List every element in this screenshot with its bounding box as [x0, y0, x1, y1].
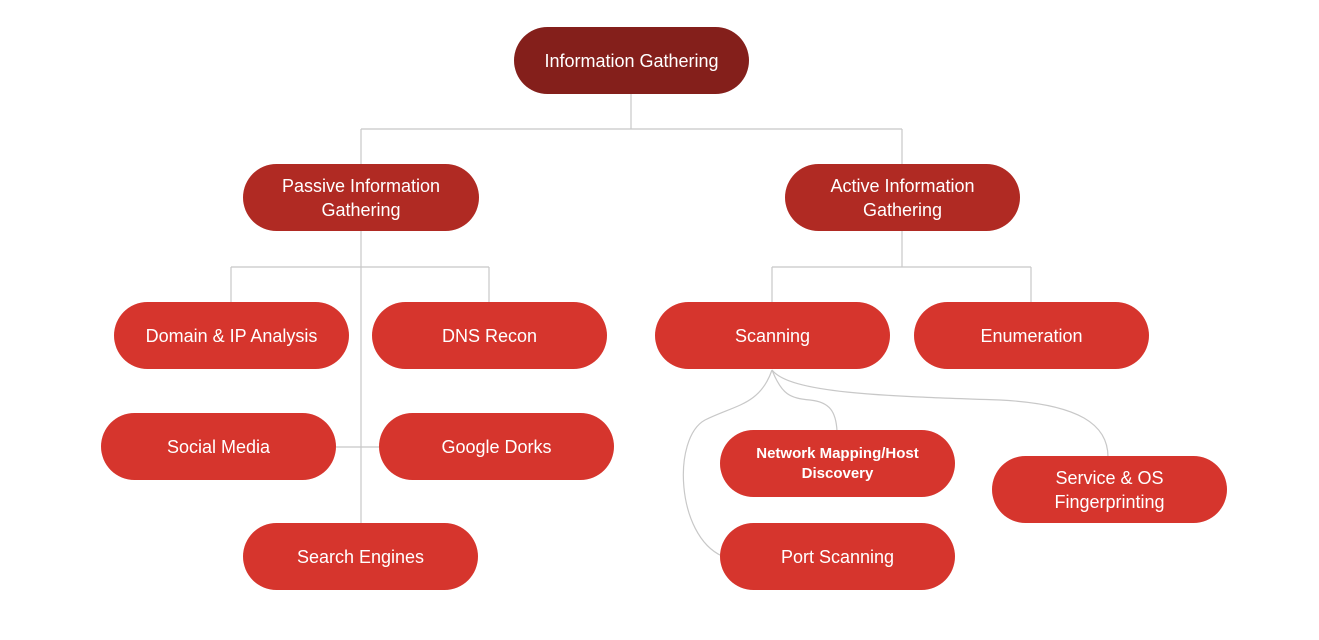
node-port-scanning: Port Scanning [720, 523, 955, 590]
connector-active [771, 231, 1032, 302]
node-social-media: Social Media [101, 413, 336, 480]
node-search-engines: Search Engines [243, 523, 478, 590]
node-scanning: Scanning [655, 302, 890, 369]
node-information-gathering: Information Gathering [514, 27, 749, 94]
node-service-os-fingerprinting: Service & OS Fingerprinting [992, 456, 1227, 523]
node-network-mapping-host-discovery: Network Mapping/Host Discovery [720, 430, 955, 497]
node-enumeration: Enumeration [914, 302, 1149, 369]
connector-root [360, 94, 903, 164]
node-google-dorks: Google Dorks [379, 413, 614, 480]
connector-scanning-service [771, 369, 1109, 458]
connector-passive [230, 231, 490, 556]
node-active-information-gathering: Active Information Gathering [785, 164, 1020, 231]
node-domain-ip-analysis: Domain & IP Analysis [114, 302, 349, 369]
connector-scanning-network [771, 369, 838, 432]
connector-scanning-port [682, 369, 773, 557]
node-dns-recon: DNS Recon [372, 302, 607, 369]
node-passive-information-gathering: Passive Information Gathering [243, 164, 479, 231]
